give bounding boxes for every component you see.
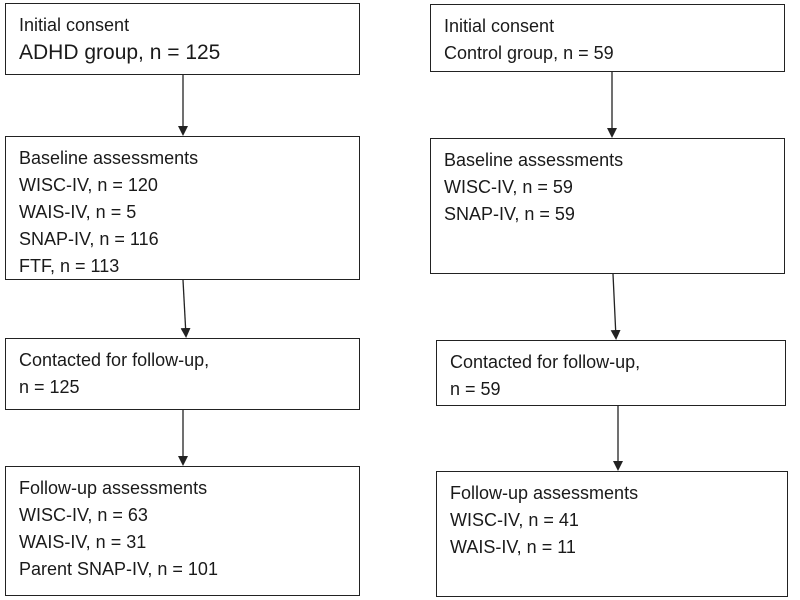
box-line: Initial consent — [19, 15, 130, 35]
adhd-initial-consent-box: Initial consent ADHD group, n = 125 — [5, 3, 360, 75]
box-line: FTF, n = 113 — [19, 256, 120, 276]
box-line: Baseline assessments — [19, 148, 199, 168]
box-line: Contacted for follow-up, — [450, 352, 641, 372]
adhd-baseline-assessments-box: Baseline assessments WISC-IV, n = 120 WA… — [5, 136, 360, 280]
box-line: n = 59 — [450, 379, 501, 399]
box-line: WAIS-IV, n = 31 — [19, 532, 147, 552]
box-line: WISC-IV, n = 59 — [444, 177, 573, 197]
box-line: SNAP-IV, n = 116 — [19, 229, 159, 249]
box-line: Follow-up assessments — [19, 478, 208, 498]
box-line: Control group, n = 59 — [444, 43, 614, 63]
control-baseline-assessments-box: Baseline assessments WISC-IV, n = 59 SNA… — [430, 138, 785, 274]
box-line: WAIS-IV, n = 5 — [19, 202, 137, 222]
box-line: Contacted for follow-up, — [19, 350, 210, 370]
box-line: n = 125 — [19, 377, 80, 397]
box-line: WISC-IV, n = 120 — [19, 175, 158, 195]
adhd-contacted-followup-box: Contacted for follow-up, n = 125 — [5, 338, 360, 410]
box-line: Parent SNAP-IV, n = 101 — [19, 559, 218, 579]
arrow-right-2 — [610, 273, 621, 340]
box-line: WISC-IV, n = 41 — [450, 510, 579, 530]
box-line: WISC-IV, n = 63 — [19, 505, 148, 525]
box-line: SNAP-IV, n = 59 — [444, 204, 575, 224]
adhd-followup-assessments-box: Follow-up assessments WISC-IV, n = 63 WA… — [5, 466, 360, 596]
control-followup-assessments-box: Follow-up assessments WISC-IV, n = 41 WA… — [436, 471, 788, 597]
box-line: Follow-up assessments — [450, 483, 639, 503]
box-line: ADHD group, n = 125 — [19, 41, 221, 64]
arrow-left-2 — [180, 279, 191, 338]
control-initial-consent-box: Initial consent Control group, n = 59 — [430, 4, 785, 72]
control-contacted-followup-box: Contacted for follow-up, n = 59 — [436, 340, 786, 406]
box-line: Initial consent — [444, 16, 555, 36]
box-line: WAIS-IV, n = 11 — [450, 537, 576, 557]
box-line: Baseline assessments — [444, 150, 624, 170]
